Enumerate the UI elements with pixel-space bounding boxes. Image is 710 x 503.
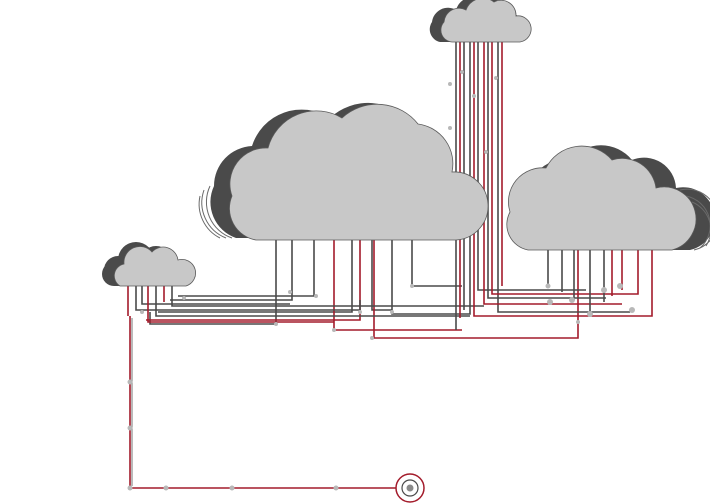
wire	[149, 236, 277, 325]
node	[576, 320, 580, 324]
node	[127, 485, 133, 491]
node	[484, 150, 488, 154]
cloud-right	[506, 145, 710, 251]
node	[545, 283, 551, 289]
target-inner-ring	[401, 479, 419, 497]
node	[472, 94, 476, 98]
node	[494, 76, 498, 80]
target-node	[395, 473, 425, 503]
wire	[411, 236, 462, 287]
wire	[487, 40, 606, 299]
node	[332, 328, 336, 332]
node	[333, 485, 339, 491]
cloud-small-left	[102, 242, 196, 287]
wire	[141, 282, 290, 305]
node	[182, 296, 186, 300]
node	[547, 299, 553, 305]
node	[274, 322, 278, 326]
wire	[477, 40, 586, 291]
node	[601, 287, 607, 293]
node	[448, 126, 452, 130]
target-center-dot	[406, 484, 414, 492]
node	[410, 284, 414, 288]
node	[629, 307, 635, 313]
node	[569, 297, 575, 303]
node	[140, 310, 144, 314]
node	[448, 82, 452, 86]
wire-to-target	[129, 316, 398, 489]
node	[229, 485, 235, 491]
wire	[171, 282, 484, 307]
node	[617, 283, 623, 289]
node	[587, 311, 593, 317]
node-dots	[127, 70, 635, 491]
wire	[497, 40, 630, 313]
node	[127, 425, 133, 431]
cloud-top	[429, 0, 532, 43]
wire	[483, 40, 622, 305]
wire	[170, 236, 293, 301]
cloud-large-center	[198, 102, 489, 241]
wire	[178, 236, 315, 297]
wire	[371, 236, 392, 311]
wire	[373, 236, 579, 339]
wire	[135, 282, 361, 311]
wire	[155, 282, 470, 317]
node	[370, 336, 374, 340]
node	[127, 379, 133, 385]
wire	[147, 282, 334, 323]
node	[163, 485, 169, 491]
node	[288, 290, 292, 294]
wire	[158, 236, 353, 313]
node	[314, 294, 318, 298]
node	[358, 310, 362, 314]
node	[390, 310, 394, 314]
wire	[491, 40, 639, 295]
wire	[146, 236, 361, 321]
node	[460, 70, 464, 74]
